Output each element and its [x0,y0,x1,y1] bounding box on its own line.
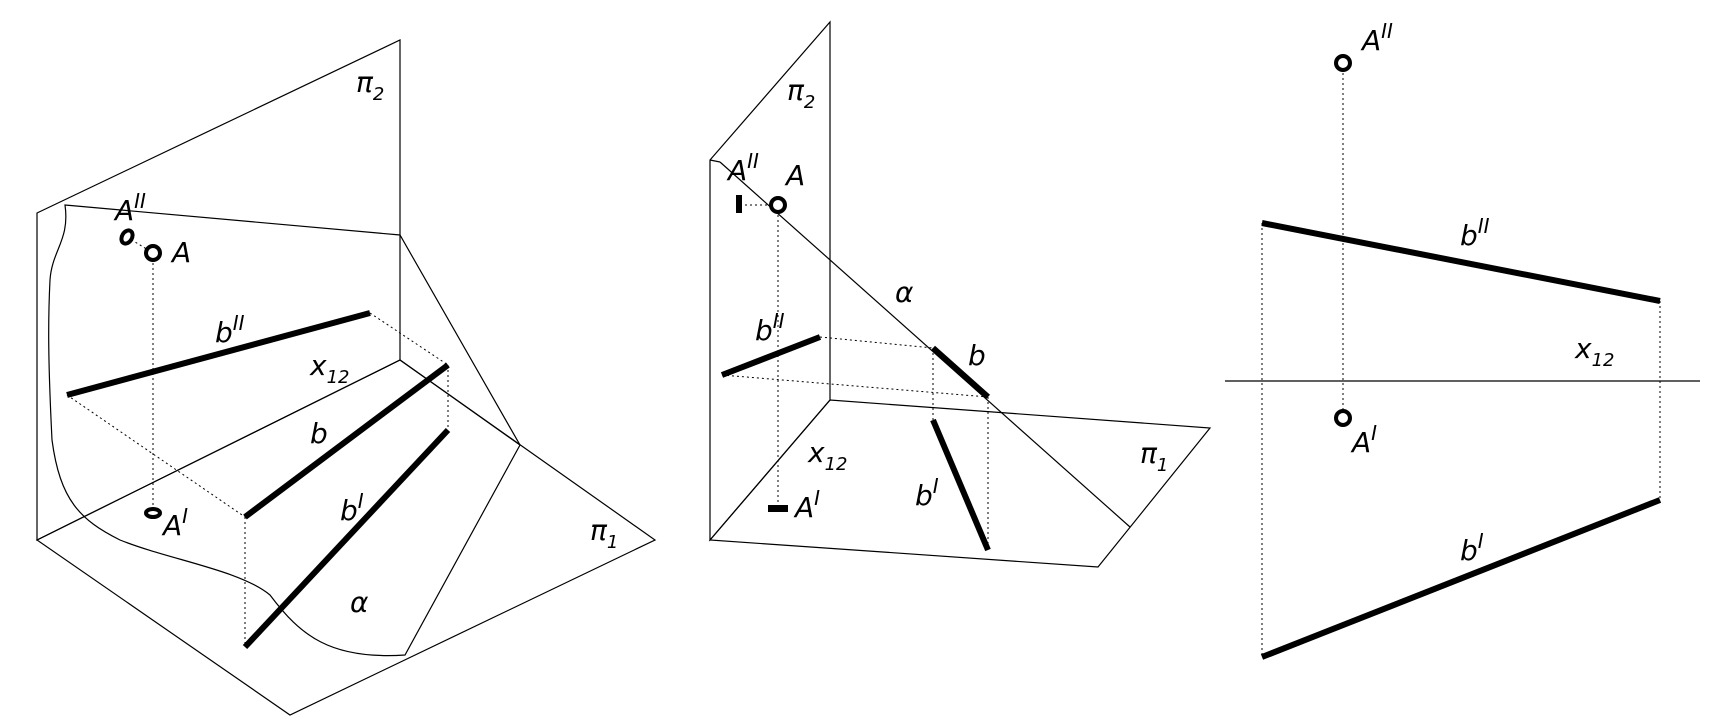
point-a-front-projection [736,195,742,213]
label-x12: x12 [807,436,847,475]
line-b [931,345,990,400]
label-pi2: π2 [787,74,815,113]
label-a-front: AII [1360,19,1393,57]
label-b-top: bI [915,474,939,512]
line-b-top-projection [242,427,451,650]
frontal-plane-pi2 [36,39,401,541]
label-a-front: AII [113,189,146,227]
label-b-front: bII [1460,214,1490,252]
line-b-front-projection [66,310,371,398]
label-x12: x12 [1574,332,1614,371]
label-pi1: π1 [590,514,618,553]
line-b-projector-2 [721,374,989,398]
label-a-top: AI [1350,421,1377,459]
line-b-front-projection [720,334,822,378]
line-b-top-projection [1260,497,1662,660]
point-a-top-projection [768,505,788,512]
label-alpha: α [350,586,369,619]
point-a-top-projection [1334,409,1352,427]
label-a-top: AI [793,486,820,524]
plane-alpha-contour [48,204,521,657]
line-b-projector-1 [819,336,934,349]
horizontal-plane-pi1 [708,399,1212,568]
alpha-trace-on-pi1 [399,359,521,446]
line-b-top-projection [930,418,991,552]
label-pi1: π1 [1140,437,1168,476]
line-b-front-projection [1261,220,1661,304]
label-a: A [170,236,191,269]
line-b [243,362,450,520]
point-a-top-projection [144,507,162,519]
panel-middle: π2 π1 x12 AII A AI bII b bI α [708,20,1212,568]
label-b-front: bII [215,311,245,349]
label-b: b [310,417,328,450]
plane-alpha-edge [709,159,721,163]
label-a: A [784,159,805,192]
panel-left: π2 π1 x12 AII A AI bII b bI α [35,39,657,716]
label-b-top: bI [340,489,364,527]
label-pi2: π2 [356,66,384,105]
horizontal-plane-pi1 [35,359,657,716]
point-a-front-projection [1334,54,1352,72]
label-alpha: α [895,276,914,309]
label-b: b [968,339,986,372]
plane-alpha-trace [719,161,1131,528]
point-a [144,244,162,262]
panel-right: x12 AII AI bII bI [1225,19,1700,660]
label-b-top: bI [1460,529,1484,567]
label-a-front: AII [726,149,759,187]
label-b-front: bII [755,309,785,347]
point-a-front-projection [119,228,135,246]
line-b-projector-2 [369,312,449,366]
point-a [769,196,787,214]
label-a-top: AI [161,504,188,542]
label-x12: x12 [309,349,349,388]
line-b-projector-1 [66,394,246,518]
